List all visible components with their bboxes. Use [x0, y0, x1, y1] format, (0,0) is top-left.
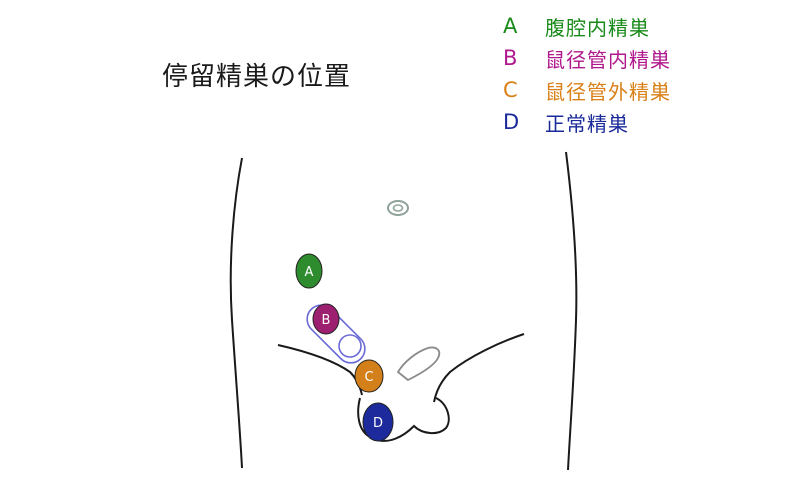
- diagram-title: 停留精巣の位置: [162, 62, 352, 92]
- legend-label-b: 鼠径管内精巣: [545, 47, 671, 72]
- legend-letter-d: D: [503, 110, 520, 134]
- navel-inner: [392, 204, 404, 212]
- body-outline-right: [565, 151, 578, 471]
- legend-item-c: C 鼠径管外精巣: [503, 74, 671, 106]
- navel-outer: [387, 200, 409, 216]
- legend: A 腹腔内精巣 B 鼠径管内精巣 C 鼠径管外精巣 D 正常精巣: [503, 10, 671, 138]
- testis-a-shape: [295, 253, 323, 289]
- testis-marker-c: C: [354, 359, 384, 393]
- testis-marker-d: D: [362, 402, 394, 442]
- legend-item-d: D 正常精巣: [503, 106, 671, 138]
- inguinal-canal-opening: [338, 334, 362, 358]
- inguinal-canal: [306, 304, 366, 364]
- testis-marker-b: B: [312, 303, 340, 335]
- legend-letter-c: C: [503, 78, 518, 102]
- penis-outline: [396, 346, 441, 382]
- body-outline-left: [229, 157, 243, 469]
- legend-letter-a: A: [503, 14, 518, 38]
- testis-d-shape: [362, 402, 394, 442]
- testis-c-label: C: [364, 370, 373, 385]
- legend-label-c: 鼠径管外精巣: [545, 79, 671, 104]
- legend-label-a: 腹腔内精巣: [545, 15, 650, 40]
- legend-letter-b: B: [503, 46, 518, 70]
- scrotum-outline: [357, 397, 450, 442]
- testis-b-label: B: [322, 313, 331, 328]
- testis-marker-a: A: [295, 253, 323, 289]
- testis-d-label: D: [373, 416, 383, 431]
- legend-label-d: 正常精巣: [545, 111, 629, 136]
- legend-item-b: B 鼠径管内精巣: [503, 42, 671, 74]
- testis-b-shape: [312, 303, 340, 335]
- testis-a-label: A: [305, 265, 314, 280]
- testis-c-shape: [354, 359, 384, 393]
- legend-item-a: A 腹腔内精巣: [503, 10, 671, 42]
- groin-line-right: [433, 333, 525, 403]
- groin-line-left: [277, 344, 363, 396]
